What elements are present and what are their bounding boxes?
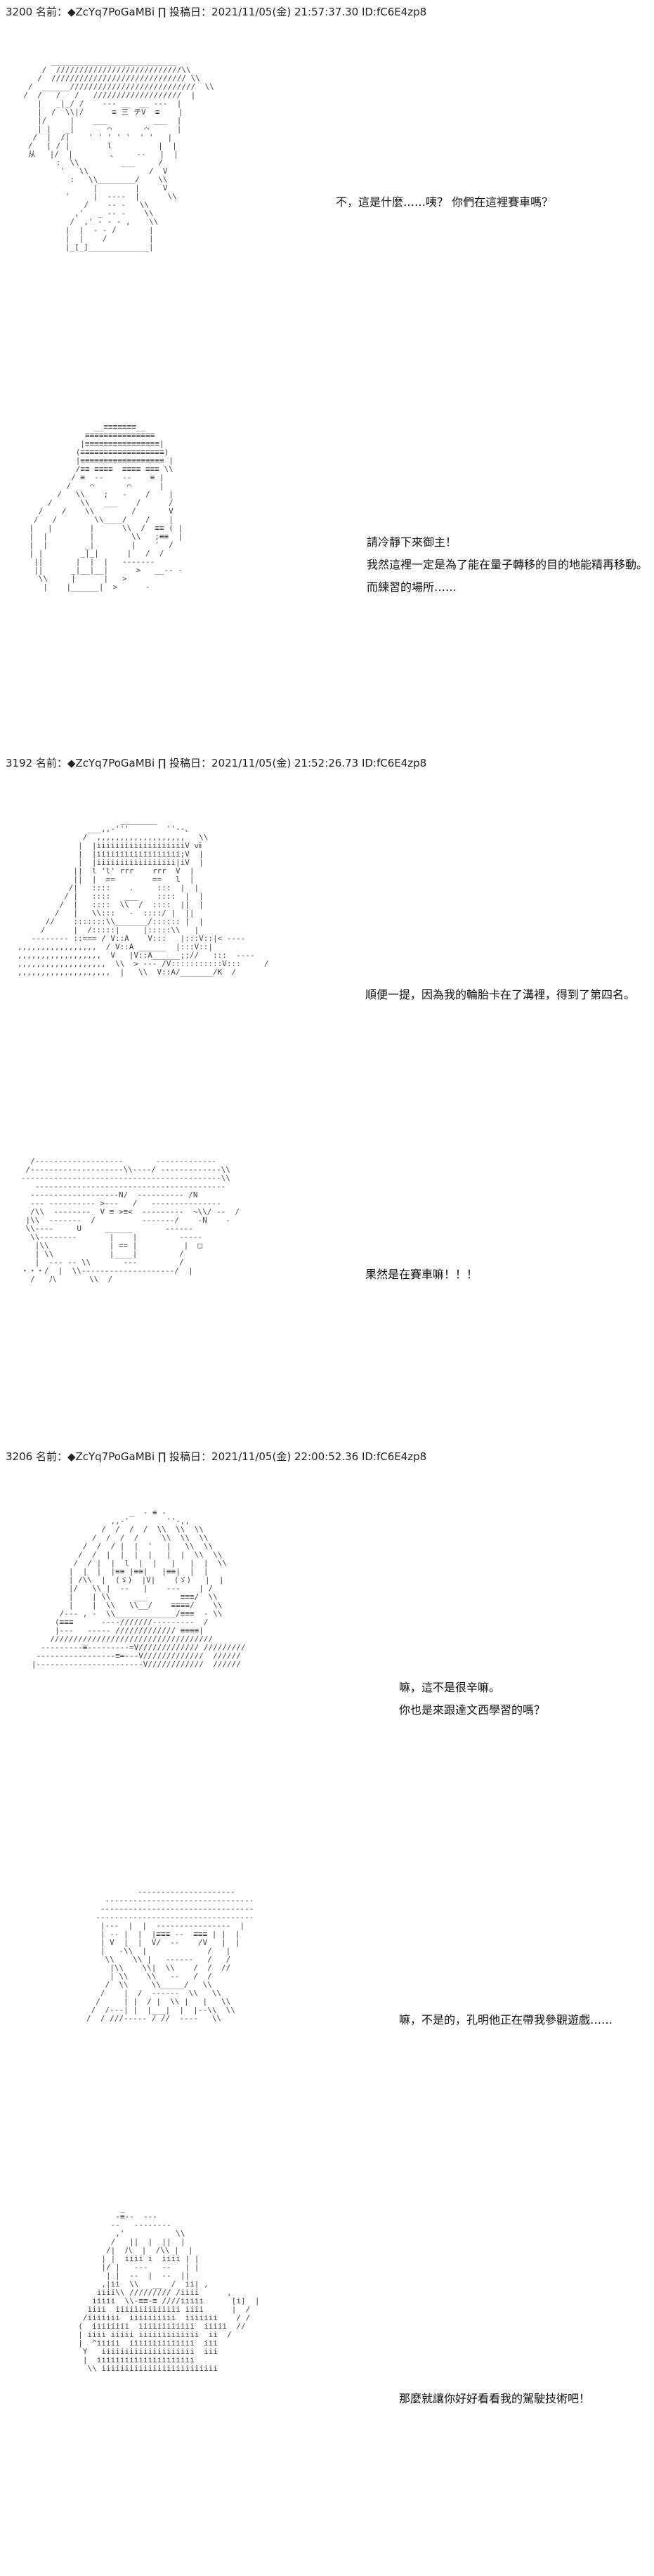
aa-art-panel-3: ________ ___,,‐''' ''‐-、 / ,,,,,,,,,,,,,… — [17, 816, 269, 977]
dialogue-line: 而練習的場所…… — [367, 580, 457, 594]
aa-art-panel-5: _ ‐ ≡ ‐ ,,‐' ''‐,, / / / / \\ \\ \\ / / … — [31, 1508, 246, 1669]
aa-art-panel-1: ___________________________ / //////////… — [23, 57, 214, 252]
dialogue-line: 不，這是什麼……咦？ 你們在這裡賽車嗎？ — [336, 195, 554, 209]
aa-art-panel-7: _ ‐≡‐‐ ‐‐‐ ‐‐ ‐‐‐‐‐‐‐‐ ,' \\ / || | || |… — [78, 2204, 260, 2373]
dialogue-line: 嘛，這不是很辛嘛。 — [399, 1681, 501, 1694]
dialogue-line: 順便一提，因為我的輪胎卡在了溝裡，得到了第四名。 — [365, 988, 636, 1001]
dialogue-line: 那麼就讓你好好看看我的駕駛技術吧！ — [399, 2392, 591, 2405]
dialogue-line: 請冷靜下來御主！ — [367, 535, 457, 549]
aa-art-panel-4: /‐‐‐‐‐‐‐‐‐‐‐‐‐‐‐‐‐‐‐ ‐‐‐‐‐‐‐‐‐‐‐‐‐ /‐‐‐‐… — [20, 1157, 240, 1284]
aa-art-panel-2: __≡≡≡≡≡≡≡__ ≡≡≡≡≡≡≡≡≡≡≡≡≡≡≡ |≡≡≡≡≡≡≡≡≡≡≡… — [29, 422, 183, 592]
aa-art-panel-6: ‐‐‐‐‐‐‐‐‐‐‐‐‐‐‐‐‐‐‐‐‐ ‐‐‐‐‐‐‐‐‐‐‐‐‐‐‐‐‐‐… — [86, 1887, 254, 2023]
dialogue-line: 嘛，不是的，孔明他正在帶我參觀遊戲…… — [399, 2013, 613, 2027]
post-header-3192: 3192 名前：◆ZcYq7PoGaMBi ∏ 投稿日：2021/11/05(金… — [6, 757, 427, 769]
dialogue-line: 果然是在賽車嘛！！！ — [365, 1268, 478, 1281]
post-header-3200: 3200 名前：◆ZcYq7PoGaMBi ∏ 投稿日：2021/11/05(金… — [6, 6, 427, 18]
dialogue-line: 我然這裡一定是為了能在量子轉移的目的地能精再移動。 — [367, 558, 648, 571]
post-header-3206: 3206 名前：◆ZcYq7PoGaMBi ∏ 投稿日：2021/11/05(金… — [6, 1450, 427, 1463]
dialogue-line: 你也是來跟達文西學習的嗎？ — [399, 1703, 546, 1717]
